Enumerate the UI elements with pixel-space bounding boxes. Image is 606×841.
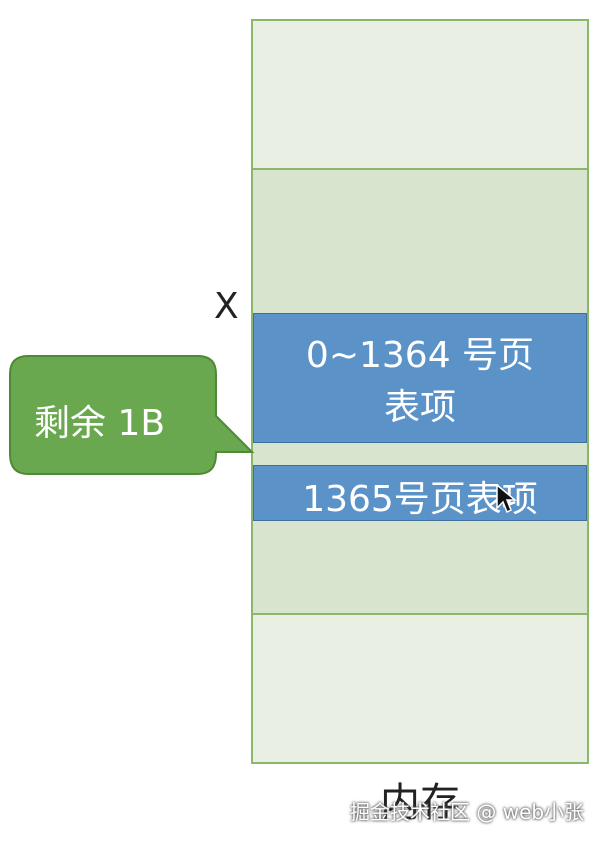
memory-label: 内存: [380, 780, 460, 826]
memory-block-lower: [253, 521, 587, 615]
callout-text: 剩余 1B: [34, 403, 166, 444]
page-table-2-text: 1365号页表项: [302, 479, 538, 520]
page-table-1-line2: 表项: [383, 387, 456, 428]
memory-block-top: [253, 21, 587, 170]
page-table-entry-1365: 1365号页表项: [253, 465, 587, 521]
remaining-gap-block: [253, 443, 587, 465]
callout-bubble-shape: [9, 355, 255, 475]
memory-block-upper: [253, 170, 587, 315]
page-table-1-line1: 0~1364 号页: [305, 335, 535, 376]
watermark-text: 掘金技术社区 @ web小张: [350, 800, 585, 824]
page-table-entries-0-1364: 0~1364 号页 表项: [253, 313, 587, 443]
memory-block-bottom: [253, 615, 587, 762]
mouse-pointer-icon: [496, 483, 518, 520]
remaining-callout: 剩余 1B: [8, 354, 258, 482]
memory-column: 0~1364 号页 表项 1365号页表项: [251, 19, 589, 764]
address-marker-x: X: [214, 286, 239, 327]
